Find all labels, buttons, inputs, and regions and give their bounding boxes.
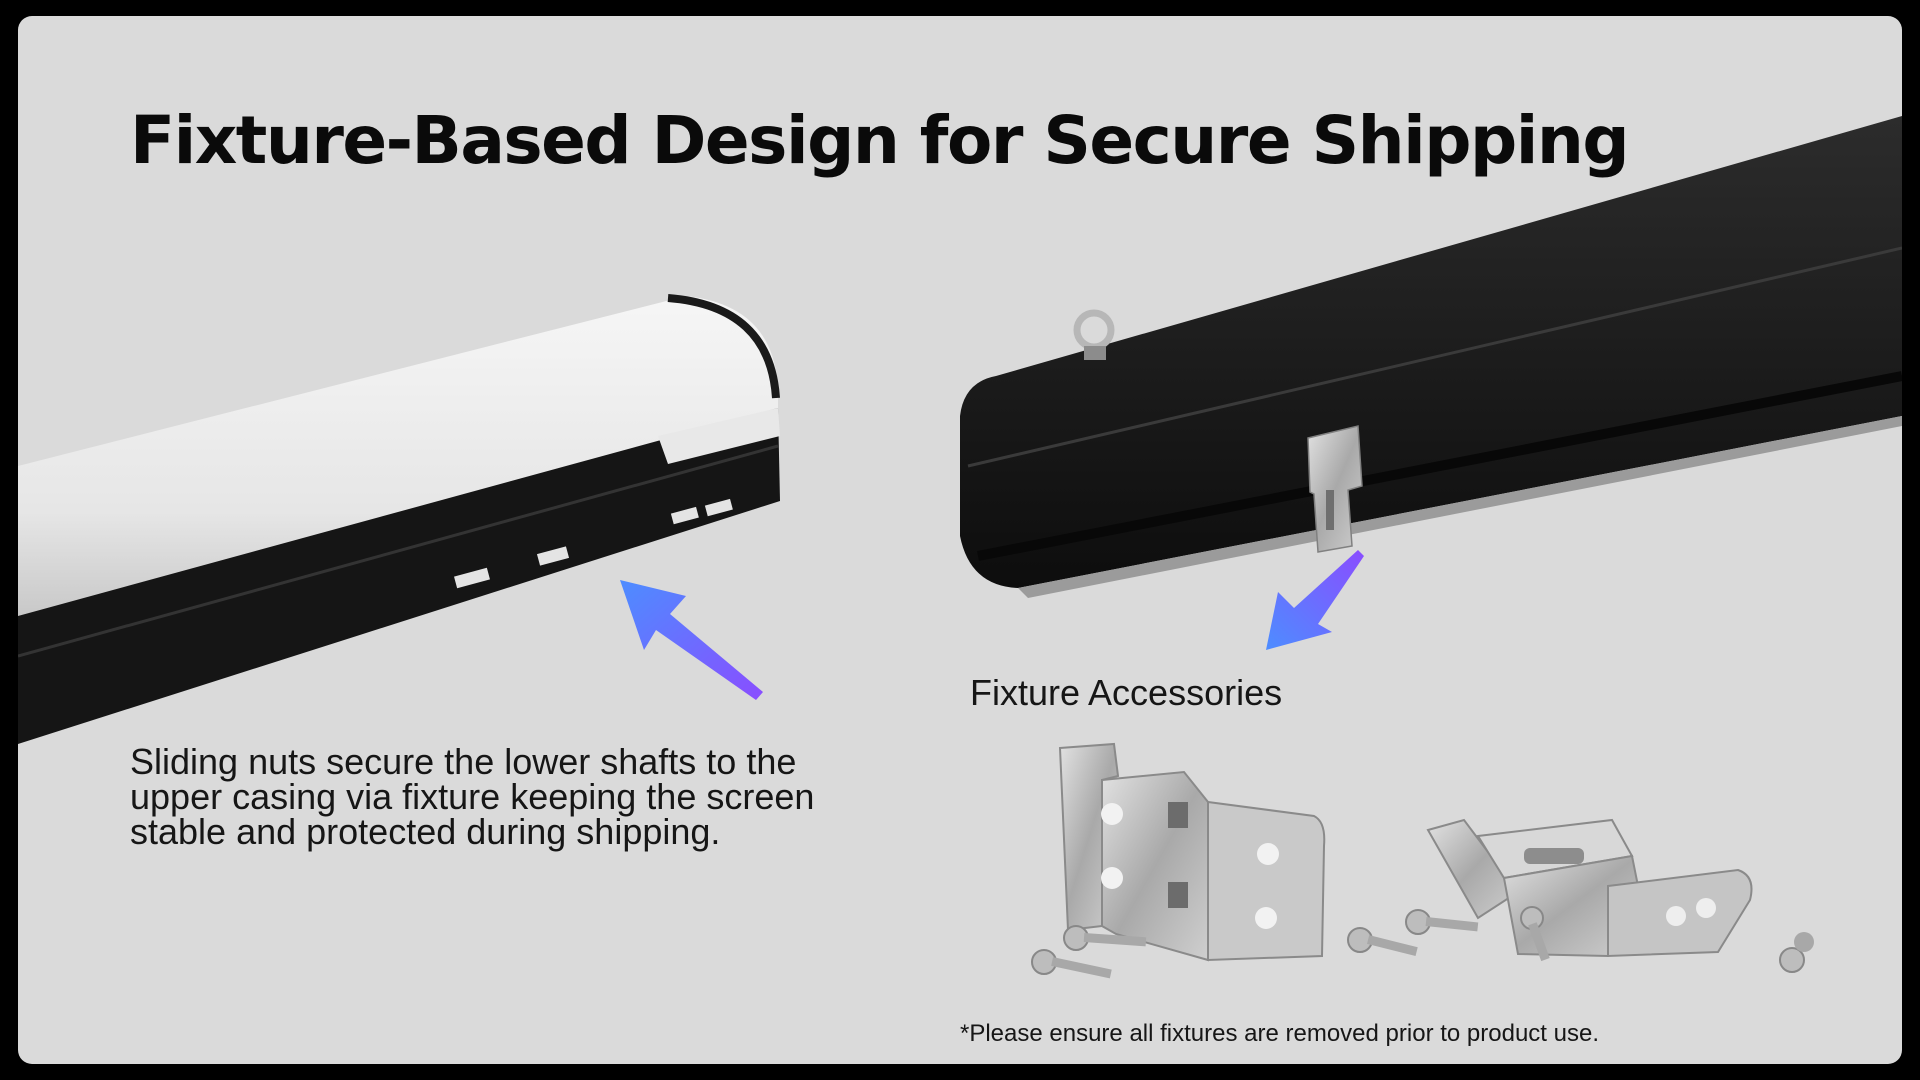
arrow-icon (1266, 550, 1364, 650)
slide-panel: Fixture-Based Design for Secure Shipping… (18, 16, 1902, 1064)
white-screen-casing-image (18, 294, 780, 744)
screw-icon (1520, 906, 1550, 962)
screw-icon (1347, 927, 1418, 956)
screw-icon (1405, 909, 1479, 935)
eye-bolt-icon (1073, 309, 1115, 360)
sliding-nuts-description: Sliding nuts secure the lower shafts to … (130, 741, 815, 852)
black-screen-casing-image (960, 116, 1902, 598)
removal-footnote: *Please ensure all fixtures are removed … (960, 1020, 1599, 1047)
product-illustration (18, 116, 1902, 979)
fixture-clip-icon (1307, 425, 1363, 553)
screw-icon (1779, 932, 1814, 973)
page-title: Fixture-Based Design for Secure Shipping (130, 102, 1630, 179)
arrow-icon (620, 580, 763, 700)
screw-icon (1031, 949, 1112, 979)
fixture-accessories-label: Fixture Accessories (970, 672, 1283, 713)
screw-icon (1063, 925, 1147, 951)
fixture-bracket-image (1058, 742, 1326, 962)
fixture-bracket-image (1426, 818, 1753, 958)
